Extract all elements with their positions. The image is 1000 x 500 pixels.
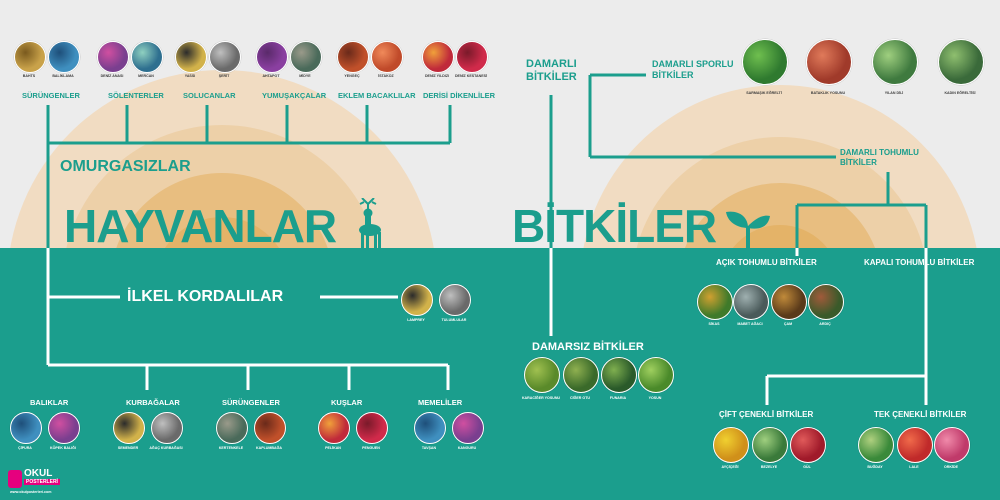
top-group-label: SOLUCANLAR (183, 91, 236, 100)
animal-thumb (290, 41, 322, 73)
bottom-group-label: KUŞLAR (331, 398, 362, 407)
animal-thumb (48, 41, 80, 73)
plant-thumb-label: AYÇİÇEĞİ (708, 465, 752, 469)
animal-thumb (175, 41, 207, 73)
plant-thumb (938, 39, 984, 85)
monocots-label: TEK ÇENEKLİ BİTKİLER (874, 410, 966, 419)
plant-thumb (563, 357, 599, 393)
animal-thumb (318, 412, 350, 444)
chordate-thumb (439, 284, 471, 316)
animal-thumb (209, 41, 241, 73)
animal-thumb (452, 412, 484, 444)
plant-thumb-label: ARDIÇ (803, 322, 847, 326)
logo-mark (8, 470, 22, 488)
plant-thumb (524, 357, 560, 393)
animal-thumb (10, 412, 42, 444)
plant-thumb-label: YOSUN (633, 396, 677, 400)
bottom-group-label: KURBAĞALAR (126, 398, 180, 407)
animal-thumb-label: KAPLUMBAĞA (247, 446, 291, 450)
animal-thumb (113, 412, 145, 444)
dicots-label: ÇİFT ÇENEKLİ BİTKİLER (719, 410, 813, 419)
plant-thumb (742, 39, 788, 85)
top-group-label: EKLEM BACAKLILAR (338, 91, 416, 100)
plant-thumb (872, 39, 918, 85)
plant-thumb-label: ORKİDE (929, 465, 973, 469)
animal-thumb (131, 41, 163, 73)
animal-thumb-label: AĞAÇ KURBAĞASI (144, 446, 188, 450)
plant-thumb-label: YILAN DİLİ (872, 91, 916, 95)
bottom-group-label: SÜRÜNGENLER (222, 398, 280, 407)
animal-thumb-label: DENİZ KESTANESİ (449, 74, 493, 78)
plant-thumb-label: BATAKLIK YOSUNU (806, 91, 850, 95)
vascular-spore-label: DAMARLI SPORLU BİTKİLER (652, 59, 734, 81)
gymnosperms-label: AÇIK TOHUMLU BİTKİLER (716, 258, 817, 267)
animal-thumb-label: KÖPEK BALIĞI (41, 446, 85, 450)
top-group-label: DERİSİ DİKENLİLER (423, 91, 495, 100)
logo-line1: OKUL (24, 468, 52, 479)
vascular-seed-label: DAMARLI TOHUMLU BİTKİLER (840, 148, 919, 168)
plant-thumb (752, 427, 788, 463)
animal-thumb-label: BALİKLAMA (41, 74, 85, 78)
top-group-label: SÜRÜNGENLER (22, 91, 80, 100)
invertebrates-label: OMURGASIZLAR (60, 158, 191, 176)
animal-thumb (256, 41, 288, 73)
angiosperms-label: KAPALI TOHUMLU BİTKİLER (864, 258, 974, 267)
animal-thumb (371, 41, 403, 73)
top-group-label: SÖLENTERLER (108, 91, 164, 100)
animals-title: HAYVANLAR (64, 199, 336, 253)
animal-thumb (216, 412, 248, 444)
animal-thumb (337, 41, 369, 73)
animal-thumb (97, 41, 129, 73)
plant-thumb (897, 427, 933, 463)
logo: OKUL POSTERLERİ www.okulposterleri.com (8, 468, 78, 496)
primitive-chordates-label: İLKEL KORDALILAR (127, 288, 283, 306)
plant-thumb (638, 357, 674, 393)
chordate-thumb (401, 284, 433, 316)
sprout-icon (724, 206, 772, 250)
animal-thumb-label: PENGUEN (349, 446, 393, 450)
logo-url: www.okulposterleri.com (10, 490, 51, 494)
animal-thumb (414, 412, 446, 444)
plant-thumb-label: SARMAŞIK EĞRELTİ (742, 91, 786, 95)
animal-thumb-label: İSTAKOZ (364, 74, 408, 78)
chordate-thumb-label: TULUMLULAR (432, 318, 476, 322)
nonvascular-label: DAMARSIZ BİTKİLER (532, 341, 644, 353)
plants-title: BİTKİLER (512, 199, 716, 253)
plant-thumb-label: KADIN EĞRELTİSİ (938, 91, 982, 95)
bottom-group-label: MEMELİLER (418, 398, 462, 407)
plant-thumb (697, 284, 733, 320)
plant-thumb-label: BUĞDAY (853, 465, 897, 469)
animal-thumb (48, 412, 80, 444)
plant-thumb (733, 284, 769, 320)
vascular-label: DAMARLI BİTKİLER (526, 58, 577, 84)
animal-thumb (356, 412, 388, 444)
animal-thumb (254, 412, 286, 444)
animal-thumb (456, 41, 488, 73)
animal-thumb-label: MİDYE (283, 74, 327, 78)
plant-thumb-label: KARACİĞER YOSUNU (519, 396, 563, 400)
animal-thumb-label: MERCAN (124, 74, 168, 78)
logo-line2: POSTERLERİ (24, 479, 60, 485)
plant-thumb (790, 427, 826, 463)
plant-thumb (858, 427, 894, 463)
animal-thumb (14, 41, 46, 73)
animal-thumb-label: ŞERİT (202, 74, 246, 78)
top-group-label: YUMUŞAKÇALAR (262, 91, 326, 100)
plant-thumb (771, 284, 807, 320)
animal-thumb (422, 41, 454, 73)
plant-thumb (806, 39, 852, 85)
animal-thumb-label: KANGURU (445, 446, 489, 450)
deer-icon (350, 198, 386, 250)
bottom-group-label: BALIKLAR (30, 398, 68, 407)
animal-thumb (151, 412, 183, 444)
plant-thumb (934, 427, 970, 463)
plant-thumb-label: GÜL (785, 465, 829, 469)
plant-thumb (601, 357, 637, 393)
plant-thumb (713, 427, 749, 463)
plant-thumb (808, 284, 844, 320)
